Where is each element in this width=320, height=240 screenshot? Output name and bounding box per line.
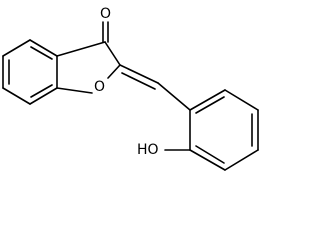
phenol-ring: [157, 82, 259, 171]
exocyclic-double-bond: [119, 64, 159, 90]
furanone-ring: [56, 41, 121, 94]
hydroxyl-label: HO: [137, 142, 159, 158]
carbonyl-group: [102, 21, 109, 43]
chemical-structure-diagram: O O HO: [2, 6, 259, 171]
carbonyl-oxygen-label: O: [100, 6, 111, 22]
benzofuran-benzene-ring: [2, 39, 58, 105]
ring-oxygen-label: O: [94, 79, 105, 95]
